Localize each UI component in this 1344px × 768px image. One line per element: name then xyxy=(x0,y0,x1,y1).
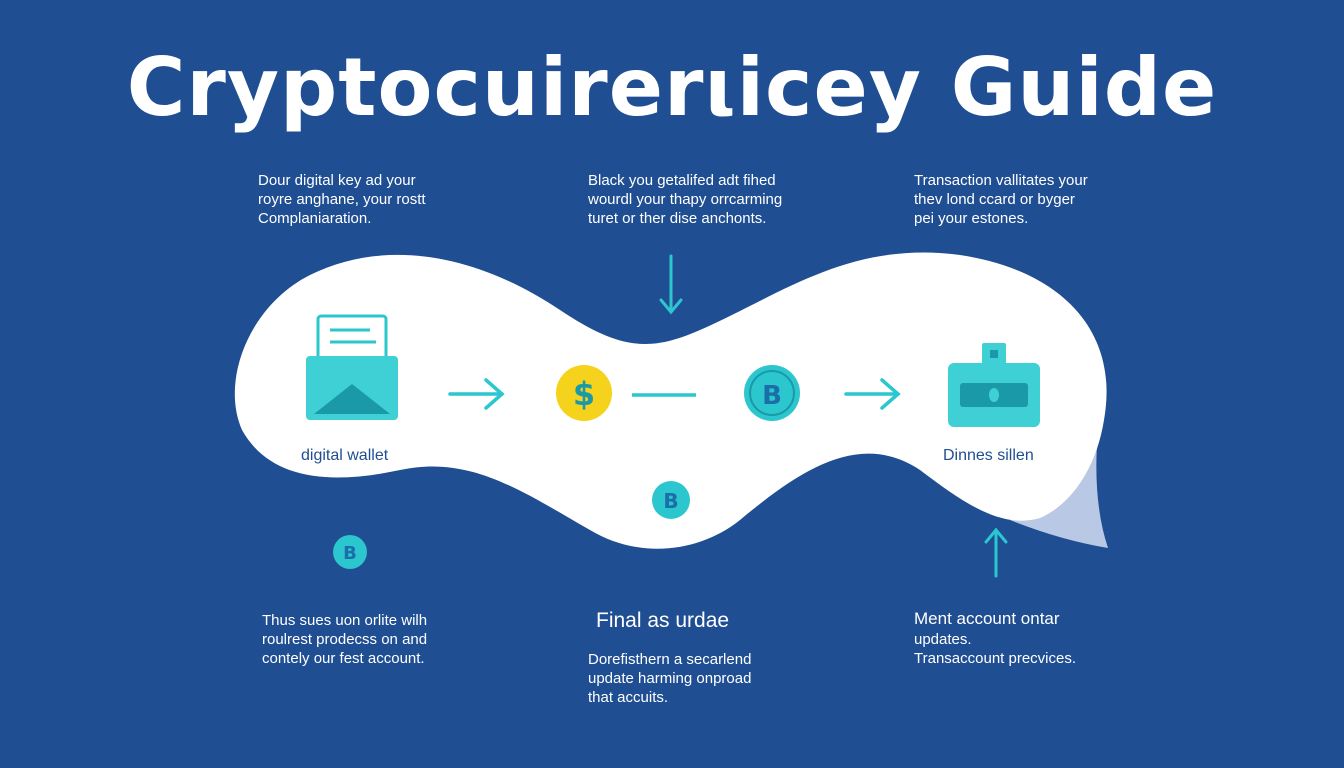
wallet-icon xyxy=(306,314,398,420)
note-line: Thus sues uon orlite wilh xyxy=(262,612,428,629)
note-line: Black you getalifed adt fihed xyxy=(588,172,776,189)
note-line: roulrest prodecss on and xyxy=(262,631,428,648)
arrow-right-icon xyxy=(844,378,901,410)
note-top-left: Dour digital key ad your royre anghane, … xyxy=(258,171,426,228)
bitcoin-symbol: B xyxy=(343,543,357,564)
note-line: update harming onproad xyxy=(588,670,752,687)
note-line: wourdl your thapy orrcarming xyxy=(588,191,783,208)
note-line: contely our fest account. xyxy=(262,650,425,667)
step-label-wallet: digital wallet xyxy=(301,447,389,464)
bitcoin-coin-icon: B xyxy=(652,481,690,519)
note-bottom-left: Thus sues uon orlite wilh roulrest prode… xyxy=(262,611,427,668)
note-line: royre anghane, your rostt xyxy=(258,191,426,208)
bitcoin-symbol: B xyxy=(762,381,782,411)
note-bottom-right: updates. Transaccount precvices. xyxy=(914,630,1076,668)
card-wallet-icon xyxy=(948,343,1040,427)
note-line: Transaccount precvices. xyxy=(914,650,1077,667)
dollar-symbol: $ xyxy=(573,375,595,413)
page-title: Cryptocuirerιicey Guide xyxy=(126,41,1218,134)
note-line: that accuits. xyxy=(588,689,669,706)
note-line: Dour digital key ad your xyxy=(258,172,416,189)
note-line: updates. xyxy=(914,631,972,648)
note-bottom-center: Dorefisthern a secarlend update harming … xyxy=(588,650,751,707)
note-top-center: Black you getalifed adt fihed wourdl you… xyxy=(588,171,782,228)
bitcoin-coin-icon: B xyxy=(333,535,367,569)
arrow-right-icon xyxy=(448,378,505,410)
note-line: thev lond ccard or byger xyxy=(914,191,1075,208)
bitcoin-symbol: B xyxy=(663,489,678,513)
bottom-right-heading: Ment account ontar xyxy=(914,609,1060,628)
arrow-up-icon xyxy=(984,527,1008,578)
flow-panel xyxy=(234,252,1107,549)
step-label-destination: Dinnes sillen xyxy=(943,447,1034,464)
bottom-center-heading: Final as urdae xyxy=(596,609,730,632)
note-line: pei your estones. xyxy=(914,210,1029,227)
arrow-down-icon xyxy=(659,254,683,315)
note-line: Dorefisthern a secarlend xyxy=(588,651,752,668)
note-line: Transaction vallitates your xyxy=(914,172,1088,189)
note-line: turet or ther dise anchonts. xyxy=(588,210,767,227)
bitcoin-coin-icon: B xyxy=(744,365,800,421)
note-line: Complaniaration. xyxy=(258,210,372,227)
note-top-right: Transaction vallitates your thev lond cc… xyxy=(914,171,1088,228)
dollar-coin-icon: $ xyxy=(556,365,612,421)
